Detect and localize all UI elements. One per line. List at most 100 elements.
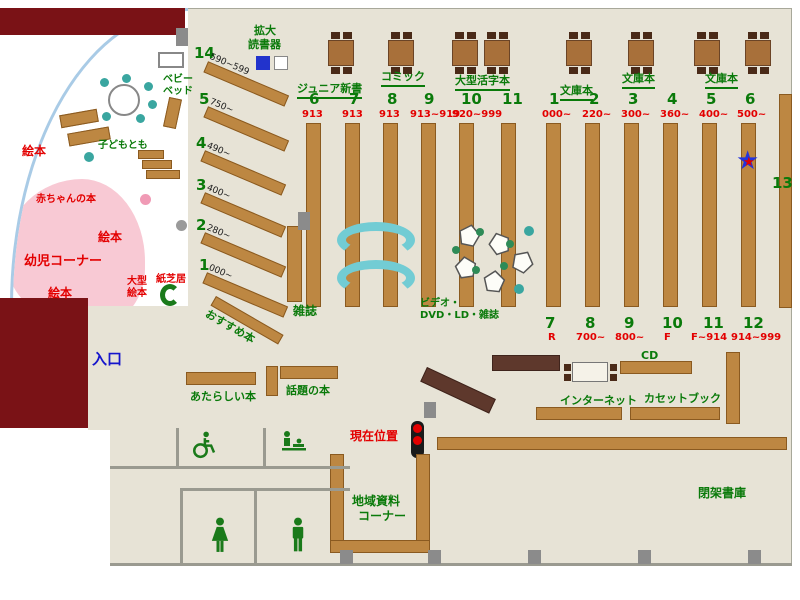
class-range-label: 700~ xyxy=(576,332,606,343)
av-carrel xyxy=(486,229,515,261)
large-picture-books-label-2: 絵本 xyxy=(127,288,147,299)
seat-dot-icon xyxy=(514,284,524,294)
toddler-corner-zone xyxy=(13,179,145,306)
bookshelf xyxy=(620,361,692,374)
shelf-number: 4 xyxy=(196,134,207,152)
bookshelf xyxy=(437,437,787,450)
chair-icon xyxy=(760,32,769,39)
shelf-number: 5 xyxy=(706,90,717,108)
stool-teal-icon xyxy=(84,152,94,162)
baby-bed-label-1: ベビー xyxy=(163,74,193,85)
pillar xyxy=(748,550,761,564)
shelf-number: 8 xyxy=(387,90,398,108)
reading-table xyxy=(628,32,654,74)
shelf-number: 1 xyxy=(549,90,560,108)
bookshelf xyxy=(726,352,740,424)
chair-dot-icon xyxy=(100,78,109,87)
bookshelf xyxy=(501,123,516,307)
class-range-label: 913 xyxy=(302,109,323,120)
shelf-number: 13 xyxy=(772,174,793,192)
shelf-number: 4 xyxy=(667,90,678,108)
class-range-label: 913 xyxy=(342,109,363,120)
topic-books-shelf xyxy=(266,366,278,396)
class-range-label: 400~ xyxy=(699,109,729,120)
chair-icon xyxy=(748,67,757,74)
shelf-number: 14 xyxy=(194,44,215,62)
closed-stacks-label: 閉架書庫 xyxy=(698,486,747,500)
cd-label: CD xyxy=(641,349,659,362)
chair-icon xyxy=(403,32,412,39)
class-range-label: R xyxy=(548,332,556,343)
chair-icon xyxy=(709,67,718,74)
local-materials-shelf xyxy=(330,540,430,553)
reading-table xyxy=(484,32,510,74)
kamishibai-label: 紙芝居 xyxy=(156,274,186,285)
shelf-number: 7 xyxy=(545,314,556,332)
reading-table xyxy=(328,32,354,74)
bookshelf xyxy=(536,407,622,420)
reader-desk xyxy=(274,56,288,70)
chair-icon xyxy=(564,364,571,371)
class-range-label: 914~999 xyxy=(731,332,782,343)
class-range-label: 913~919 xyxy=(410,109,461,120)
class-range-label: 500~ xyxy=(737,109,767,120)
chair-icon xyxy=(343,32,352,39)
kodomo-label: 子どもとも xyxy=(98,140,148,151)
chair-icon xyxy=(499,32,508,39)
reading-table xyxy=(745,32,771,74)
chair-icon xyxy=(610,364,617,371)
shelf-number: 2 xyxy=(589,90,600,108)
mens-toilet-icon xyxy=(284,516,312,558)
round-table xyxy=(108,84,140,116)
floor-toilet-area xyxy=(110,428,188,566)
seat-dot-icon xyxy=(506,240,514,248)
pillar xyxy=(638,550,651,564)
magnifier-label-2: 読書器 xyxy=(248,38,281,51)
magnifier-device-icon xyxy=(256,56,270,70)
baby-changing-icon xyxy=(278,428,308,462)
interior-wall xyxy=(110,466,350,469)
chair-icon xyxy=(331,67,340,74)
topic-books-shelf xyxy=(280,366,338,379)
shelf-number: 6 xyxy=(745,90,756,108)
bunko-label: 文庫本 xyxy=(622,70,655,89)
star-marker-icon: ★ xyxy=(736,146,760,176)
local-materials-label-1: 地域資料 xyxy=(352,494,401,508)
baby-books-label: 赤ちゃんの本 xyxy=(36,194,96,205)
shelf-number: 11 xyxy=(703,314,724,332)
internet-label: インターネット xyxy=(560,394,637,407)
cassette-book-label: カセットブック xyxy=(644,392,721,405)
chair-icon xyxy=(331,32,340,39)
toddler-corner-label: 幼児コーナー xyxy=(24,254,103,269)
pillar xyxy=(424,402,436,418)
seat-dot-icon xyxy=(452,246,460,254)
av-carrel xyxy=(453,255,478,284)
topic-books-label: 話題の本 xyxy=(286,384,330,397)
shelf-number: 3 xyxy=(628,90,639,108)
interior-wall xyxy=(180,488,350,491)
class-range-label: 360~ xyxy=(660,109,690,120)
wheelchair-icon xyxy=(188,430,218,464)
pillar xyxy=(298,212,310,230)
chair-icon xyxy=(564,374,571,381)
class-range-label: 920~999 xyxy=(452,109,503,120)
bookshelf xyxy=(585,123,600,307)
chair-icon xyxy=(697,32,706,39)
interior-wall xyxy=(110,563,792,566)
chair-dot-icon xyxy=(144,82,153,91)
chair-icon xyxy=(610,374,617,381)
class-range-label: F xyxy=(664,332,671,343)
chair-icon xyxy=(748,32,757,39)
current-location-label: 現在位置 xyxy=(350,429,399,443)
class-range-label: F~914 xyxy=(691,332,728,343)
entrance-label: 入口 xyxy=(92,350,123,368)
kamishibai-shelf-icon xyxy=(160,284,180,306)
pillar xyxy=(340,550,353,564)
picture-books-label: 絵本 xyxy=(98,230,123,244)
reading-table xyxy=(452,32,478,74)
chair-dot-icon xyxy=(148,100,157,109)
bunko-label: 文庫本 xyxy=(705,70,738,89)
seat-dot-icon xyxy=(476,228,484,236)
chair-icon xyxy=(391,32,400,39)
magazine-shelf xyxy=(287,226,302,302)
